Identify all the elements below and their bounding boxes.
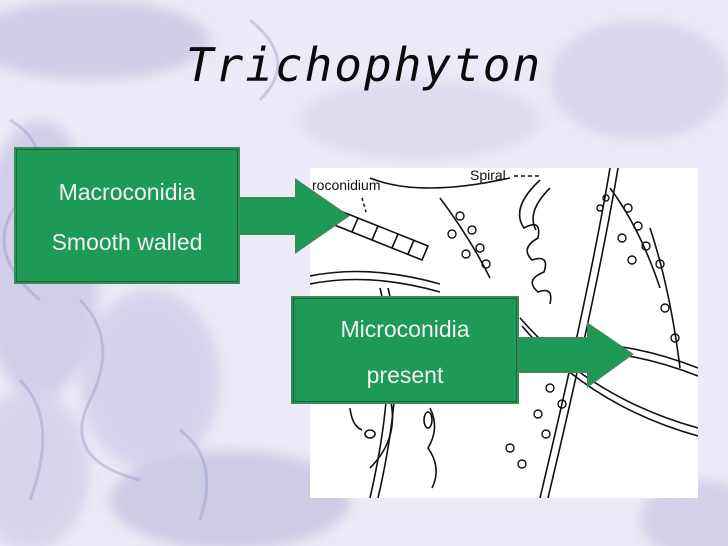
present-label: present (366, 362, 444, 388)
spiral-label: Spiral (470, 168, 506, 183)
macroconidia-callout: Macroconidia Smooth walled (14, 147, 240, 284)
macroconidia-arrow (236, 178, 350, 254)
macroconidium-label: roconidium (312, 177, 380, 193)
smooth-walled-label: Smooth walled (51, 229, 203, 255)
microconidia-label: Microconidia (340, 316, 470, 342)
slide-title: Trichophyton (185, 38, 543, 92)
macroconidia-label: Macroconidia (58, 179, 196, 205)
microconidia-callout: Microconidia present (291, 296, 519, 404)
microconidia-arrow (514, 322, 634, 388)
